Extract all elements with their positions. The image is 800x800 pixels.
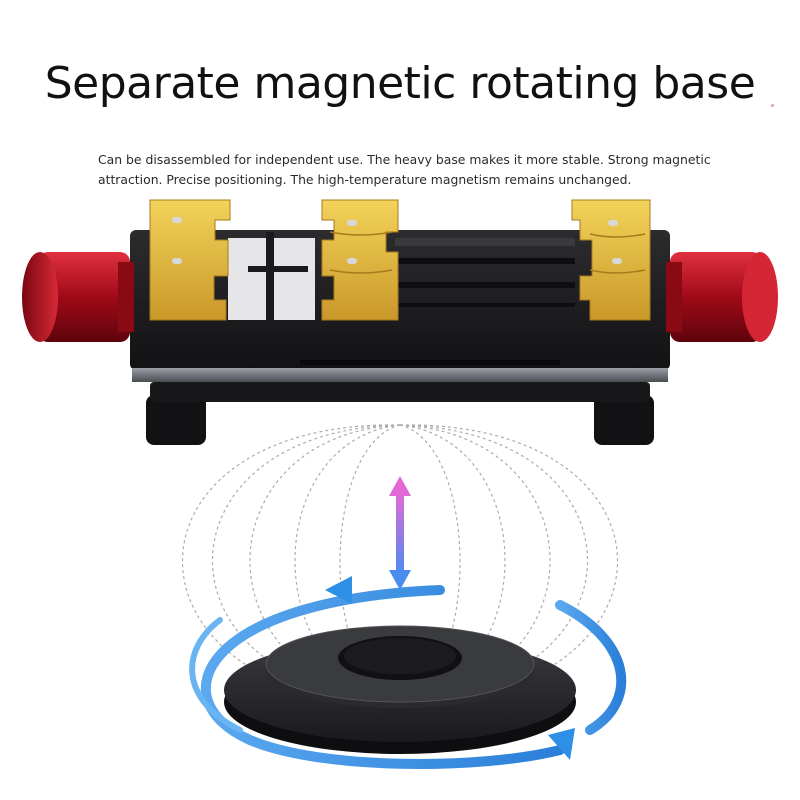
circular-rotation-arrow-icon — [189, 576, 627, 769]
vertical-double-arrow-icon — [389, 476, 411, 590]
right-red-knob — [666, 252, 778, 342]
base-feet — [146, 395, 654, 445]
clamp-base-body — [130, 230, 670, 402]
left-red-knob — [22, 252, 134, 342]
product-description: Can be disassembled for independent use.… — [98, 150, 718, 190]
page-title: Separate magnetic rotating base — [44, 58, 756, 109]
decorative-dot — [771, 104, 774, 107]
gold-clamp-left — [149, 199, 231, 321]
description-line-2: attraction. Precise positioning. The hig… — [98, 172, 632, 187]
rotating-base-disc — [224, 625, 576, 754]
product-illustration — [22, 199, 778, 769]
gold-clamp-right — [571, 199, 651, 321]
description-line-1: Can be disassembled for independent use.… — [98, 152, 711, 167]
gold-clamp-middle — [321, 199, 399, 321]
